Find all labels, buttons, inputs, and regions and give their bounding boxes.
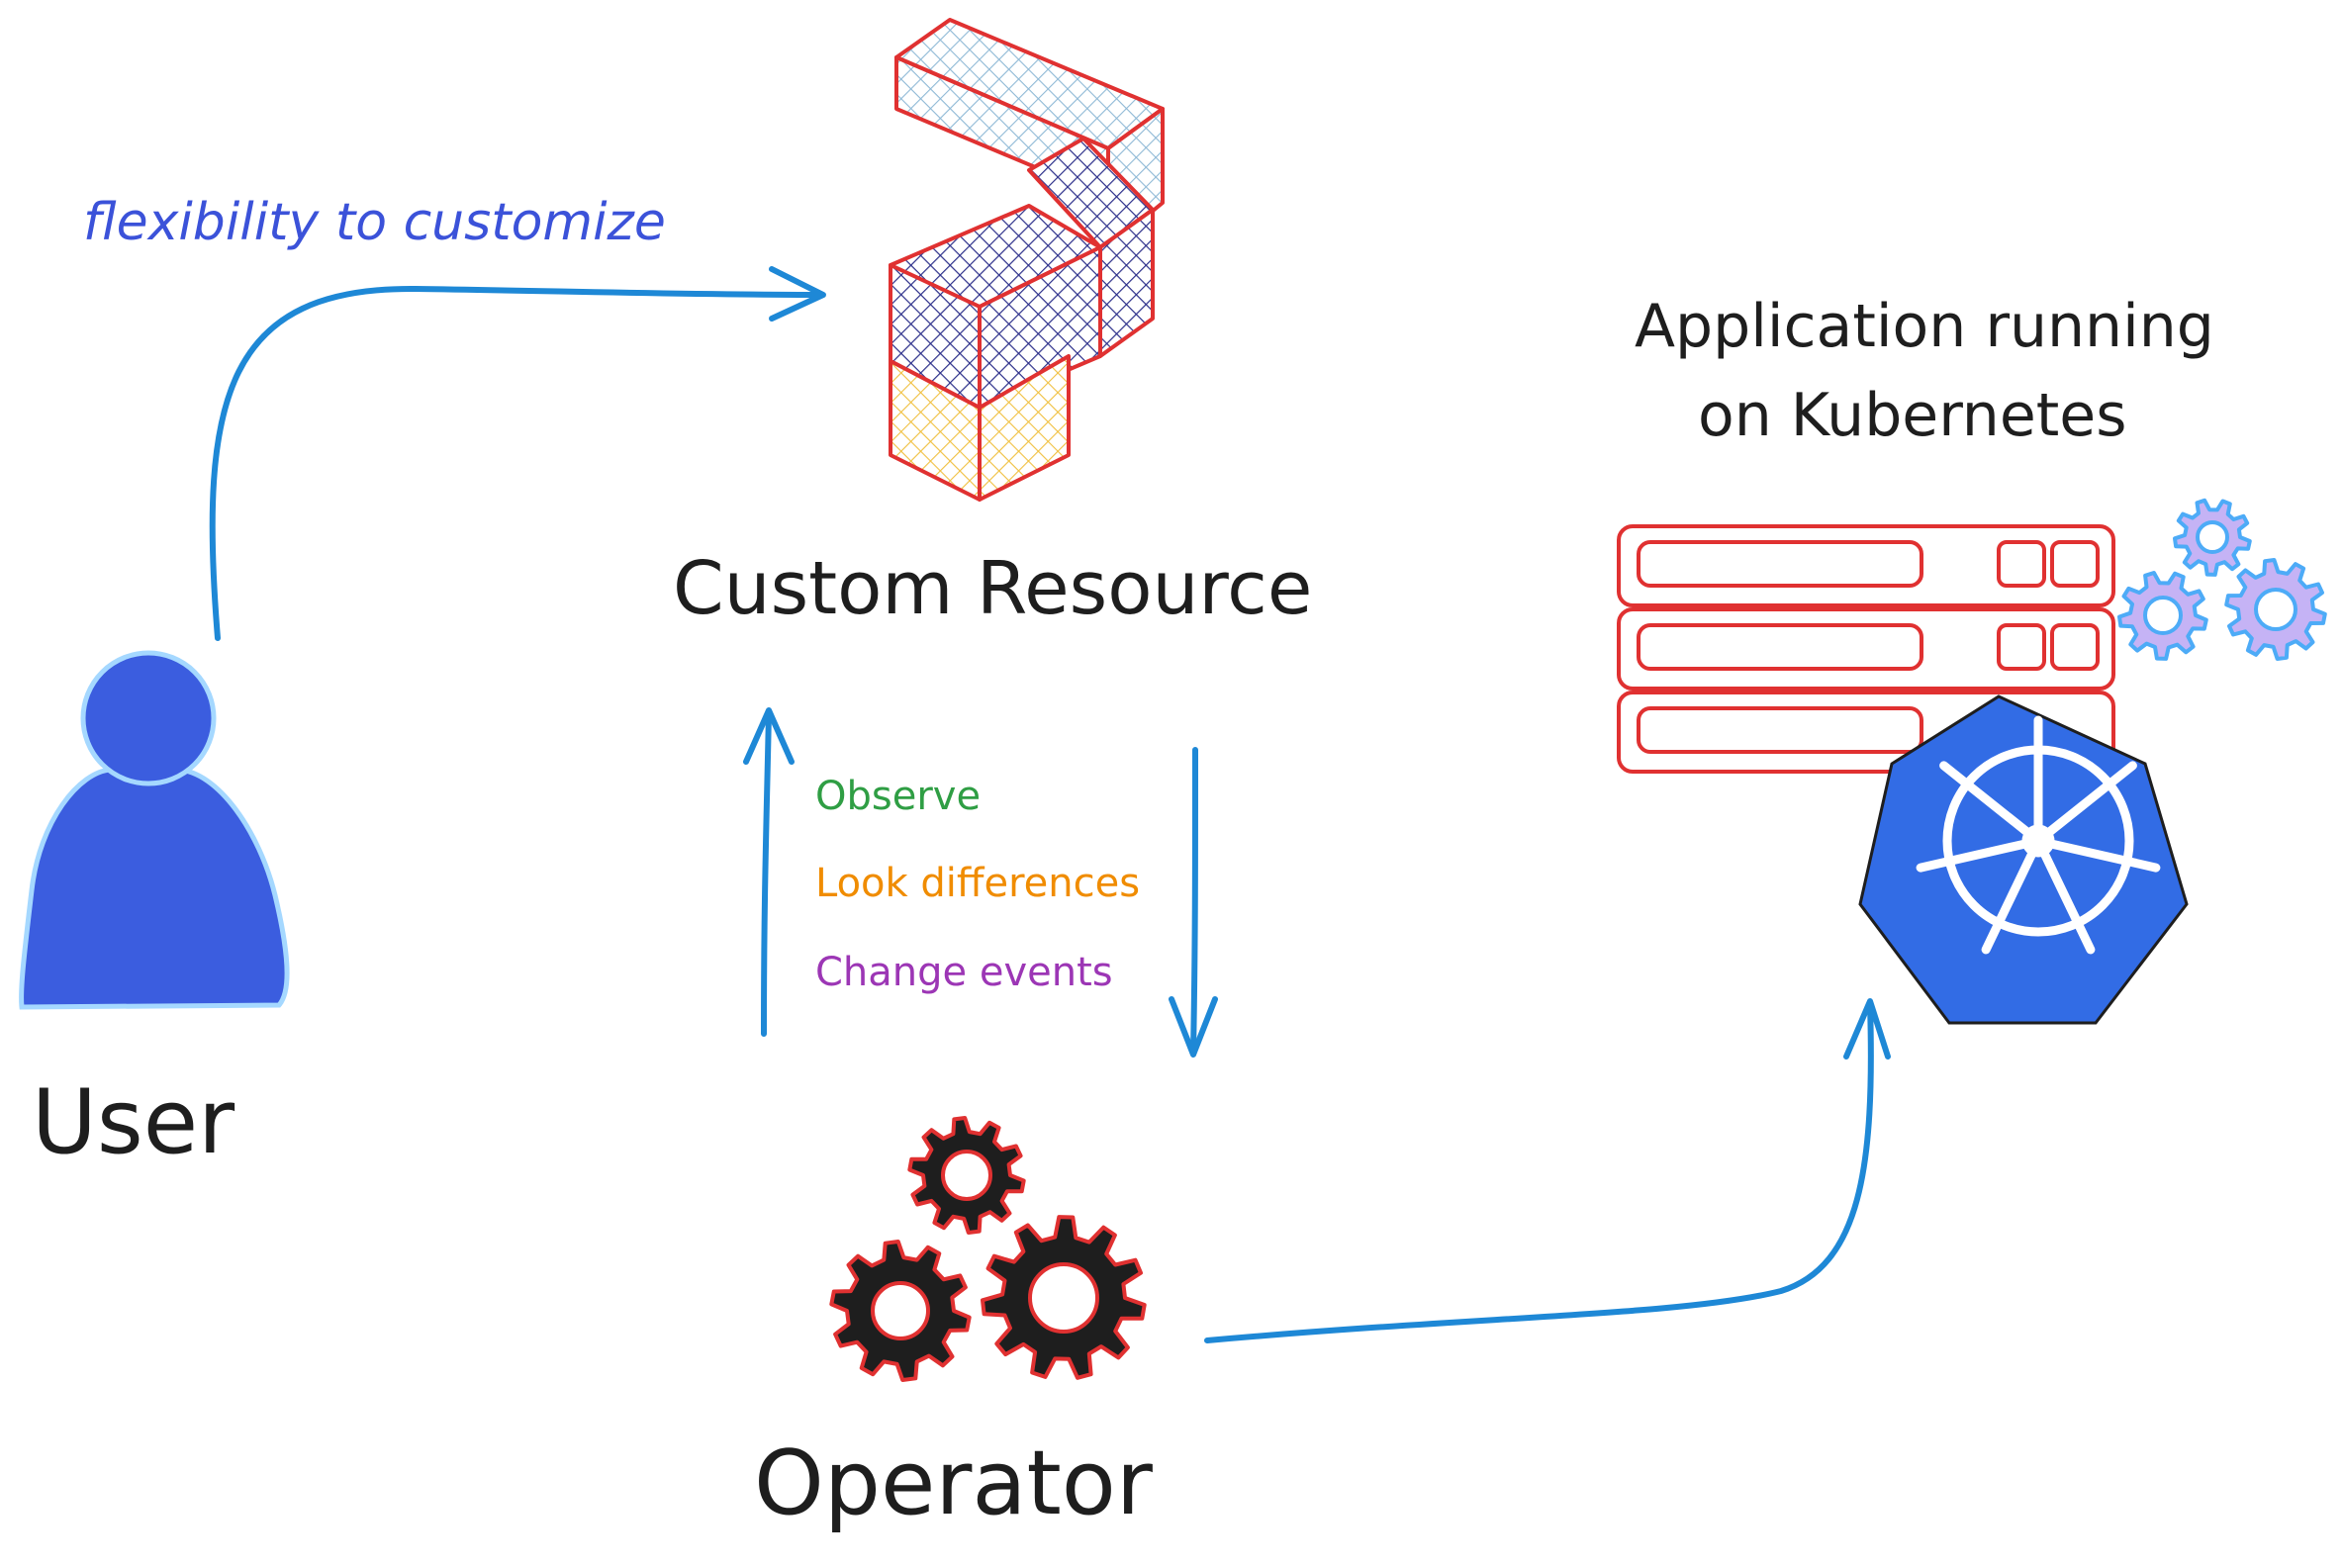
flexibility-label: flexibility to customize <box>83 193 666 252</box>
small-gears-icon <box>2117 498 2327 661</box>
arrow-operator-to-kubernetes <box>1204 998 1891 1343</box>
operator-gears-icon <box>829 1116 1147 1382</box>
look-differences-label: Look differences <box>815 861 1140 906</box>
change-events-label: Change events <box>815 950 1113 995</box>
kubernetes-helm-icon <box>1858 694 2189 1025</box>
gear-icon <box>2117 571 2208 661</box>
operator-label: Operator <box>754 1431 1153 1535</box>
arrow-operator-to-resource <box>743 707 795 1037</box>
server-rack-icon <box>1617 524 2115 774</box>
custom-resource-label: Custom Resource <box>673 546 1312 631</box>
arrow-resource-to-operator <box>1169 747 1218 1058</box>
gear-icon <box>2173 498 2252 577</box>
gear-icon <box>907 1116 1026 1235</box>
gear-icon <box>2224 558 2327 661</box>
observe-label: Observe <box>815 774 981 819</box>
application-label-line1: Application running <box>1635 292 2214 361</box>
gear-icon <box>829 1240 972 1382</box>
arrow-user-to-resource <box>209 266 826 641</box>
custom-resource-blocks-icon <box>889 18 1165 502</box>
user-label: User <box>32 1070 234 1174</box>
gear-icon <box>981 1215 1147 1380</box>
application-label-line2: on Kubernetes <box>1698 381 2126 450</box>
user-icon <box>19 650 290 1010</box>
